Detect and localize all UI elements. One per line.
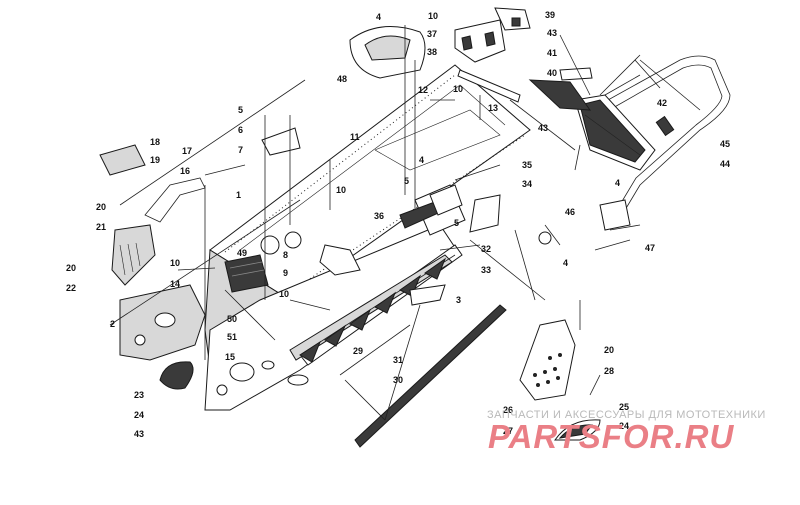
callout-10-d: 10 — [170, 258, 180, 268]
callout-6: 6 — [238, 125, 243, 135]
callout-14: 14 — [170, 279, 180, 289]
callout-3: 3 — [456, 295, 461, 305]
skid-plate-26 — [554, 419, 601, 441]
cover-23 — [159, 361, 194, 390]
callout-24-b: 24 — [619, 421, 629, 431]
rear-bracket-plate — [519, 319, 576, 401]
callout-5: 5 — [238, 105, 243, 115]
callout-12: 12 — [418, 85, 428, 95]
hinge-bracket — [454, 19, 506, 63]
callout-30: 30 — [393, 375, 403, 385]
callout-15: 15 — [225, 352, 235, 362]
callout-35: 35 — [522, 160, 532, 170]
callout-50: 50 — [227, 314, 237, 324]
callout-26: 26 — [503, 405, 513, 415]
brace-29-teeth — [289, 254, 453, 361]
callout-13: 13 — [488, 103, 498, 113]
callout-45: 45 — [720, 139, 730, 149]
callout-33: 33 — [481, 265, 491, 275]
callout-21: 21 — [96, 222, 106, 232]
callout-18: 18 — [150, 137, 160, 147]
callout-51: 51 — [227, 332, 237, 342]
watermark-brand: PARTSFOR.RU — [488, 418, 734, 455]
callout-9: 9 — [283, 268, 288, 278]
callout-43-c: 43 — [134, 429, 144, 439]
latch-39 — [494, 7, 531, 31]
callout-27: 27 — [503, 426, 513, 436]
rear-bumper — [589, 54, 731, 216]
callout-4-d: 4 — [563, 258, 568, 268]
ecu-module — [224, 254, 269, 293]
watermark: ЗАПЧАСТИ И АКСЕССУАРЫ ДЛЯ МОТОТЕХНИКИ PA… — [487, 409, 766, 455]
callout-38: 38 — [427, 47, 437, 57]
callout-4: 4 — [376, 12, 381, 22]
grab-handle-19 — [144, 177, 206, 223]
callout-47: 47 — [645, 243, 655, 253]
bulkhead — [319, 244, 361, 276]
callout-32: 32 — [481, 244, 491, 254]
watermark-subtitle: ЗАПЧАСТИ И АКСЕССУАРЫ ДЛЯ МОТОТЕХНИКИ — [487, 409, 766, 421]
callout-31: 31 — [393, 355, 403, 365]
slide-rail-30 — [354, 304, 507, 448]
bracket-7 — [261, 127, 301, 156]
callout-8: 8 — [283, 250, 288, 260]
handle-18 — [99, 144, 146, 176]
seat-pad — [349, 26, 426, 79]
callout-41: 41 — [547, 48, 557, 58]
callout-labels: 1 2 3 4 4 4 4 5 5 5 6 7 8 9 10 10 10 10 … — [66, 10, 730, 439]
taillight — [528, 67, 593, 111]
callout-34: 34 — [522, 179, 532, 189]
callout-48: 48 — [337, 74, 347, 84]
leader-lines — [109, 25, 701, 421]
callout-23: 23 — [134, 390, 144, 400]
callout-28: 28 — [604, 366, 614, 376]
callout-42: 42 — [657, 98, 667, 108]
snow-flap — [574, 94, 656, 171]
callout-19: 19 — [150, 155, 160, 165]
callout-1: 1 — [236, 190, 241, 200]
plate-3 — [409, 284, 446, 306]
heat-exchanger-21 — [111, 224, 156, 286]
callout-37: 37 — [427, 29, 437, 39]
callout-43-b: 43 — [538, 123, 548, 133]
callout-49: 49 — [237, 248, 247, 258]
callout-10: 10 — [428, 11, 438, 21]
hitch — [599, 199, 631, 231]
callout-2: 2 — [110, 319, 115, 329]
callout-29: 29 — [353, 346, 363, 356]
callout-20-b: 20 — [66, 263, 76, 273]
callout-7: 7 — [238, 145, 243, 155]
callout-20: 20 — [96, 202, 106, 212]
callout-16: 16 — [180, 166, 190, 176]
callout-4-c: 4 — [615, 178, 620, 188]
callout-25: 25 — [619, 402, 629, 412]
callout-24: 24 — [134, 410, 144, 420]
rail-13 — [457, 69, 521, 103]
callout-39: 39 — [545, 10, 555, 20]
callout-22: 22 — [66, 283, 76, 293]
bracket-32 — [469, 194, 501, 233]
callout-10-b: 10 — [453, 84, 463, 94]
callout-5-c: 5 — [454, 218, 459, 228]
callout-40: 40 — [547, 68, 557, 78]
callout-36: 36 — [374, 211, 384, 221]
callout-4-b: 4 — [419, 155, 424, 165]
callout-17: 17 — [182, 146, 192, 156]
callout-20-c: 20 — [604, 345, 614, 355]
tunnel-chassis — [204, 64, 531, 411]
callout-43: 43 — [547, 28, 557, 38]
callout-44: 44 — [720, 159, 730, 169]
callout-11: 11 — [350, 132, 360, 142]
callout-46: 46 — [565, 207, 575, 217]
callout-10-e: 10 — [279, 289, 289, 299]
callout-5-b: 5 — [404, 176, 409, 186]
callout-10-c: 10 — [336, 185, 346, 195]
footrest-grid — [299, 257, 447, 363]
gauge-8 — [260, 231, 302, 255]
side-panel-2 — [119, 284, 206, 361]
